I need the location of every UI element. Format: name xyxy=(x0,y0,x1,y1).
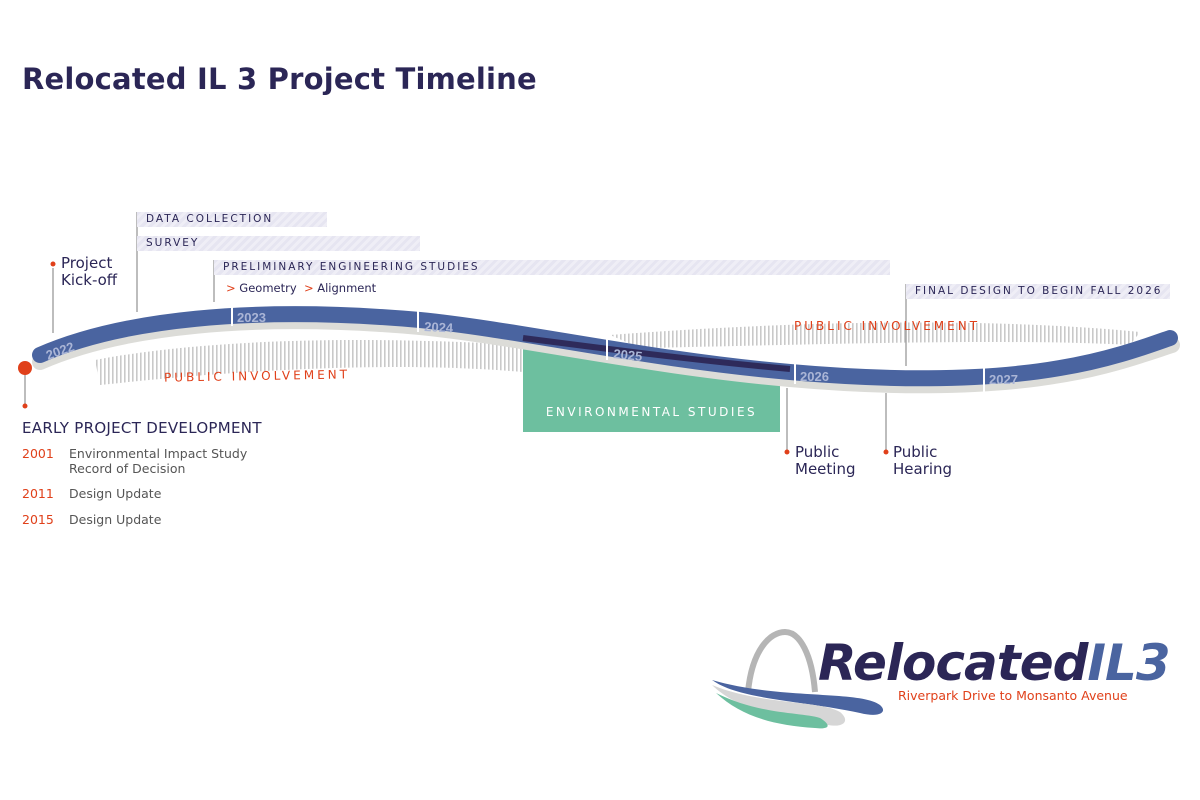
start-marker xyxy=(18,361,32,375)
milestone-public-meeting: Public Meeting xyxy=(795,444,855,478)
alignment-label: Alignment xyxy=(317,281,377,295)
milestone-public-hearing: Public Hearing xyxy=(893,444,952,478)
phase-survey: SURVEY xyxy=(137,236,420,251)
milestone-line: Meeting xyxy=(795,460,856,478)
public-involvement-band-left xyxy=(95,340,523,385)
public-involvement-band-right xyxy=(610,322,1140,348)
environmental-studies-label: ENVIRONMENTAL STUDIES xyxy=(545,405,758,419)
milestone-line: Public xyxy=(893,443,938,461)
milestone-line: Public xyxy=(795,443,840,461)
arrow-icon: > xyxy=(303,281,314,295)
public-involvement-label-right: PUBLIC INVOLVEMENT xyxy=(794,319,981,333)
year-2025: 2025 xyxy=(613,346,643,364)
row-desc: Record of Decision xyxy=(69,461,186,476)
logo-wordmark: RelocatedIL3 xyxy=(818,634,1171,692)
row-year: 2001 xyxy=(22,446,54,461)
year-2027: 2027 xyxy=(989,372,1018,387)
prelim-sub-items: > Geometry > Alignment xyxy=(226,281,376,295)
row-desc: Design Update xyxy=(69,512,162,527)
year-2023: 2023 xyxy=(237,310,266,325)
early-row: 2015 Design Update xyxy=(22,512,161,527)
environmental-studies-box xyxy=(523,340,780,432)
row-desc: Environmental Impact Study xyxy=(69,446,248,461)
arrow-icon: > xyxy=(226,281,236,295)
milestone-kickoff: Project Kick-off xyxy=(61,255,117,289)
milestone-line: Project xyxy=(61,254,113,272)
row-year: 2011 xyxy=(22,486,54,501)
logo-accent-text: IL3 xyxy=(1087,634,1170,692)
logo-main-text: Relocated xyxy=(818,634,1088,692)
phase-data-collection: DATA COLLECTION xyxy=(137,212,327,227)
phase-final-design: FINAL DESIGN TO BEGIN FALL 2026 xyxy=(906,284,1170,299)
milestone-line: Kick-off xyxy=(61,271,118,289)
geometry-label: Geometry xyxy=(239,281,297,295)
phase-preliminary-engineering: PRELIMINARY ENGINEERING STUDIES xyxy=(214,260,890,275)
logo-tagline: Riverpark Drive to Monsanto Avenue xyxy=(898,688,1128,703)
early-development-title: EARLY PROJECT DEVELOPMENT xyxy=(22,419,262,437)
milestone-line: Hearing xyxy=(893,460,953,478)
year-2026: 2026 xyxy=(800,369,829,384)
environmental-road-segment xyxy=(522,335,791,372)
page-title: Relocated IL 3 Project Timeline xyxy=(22,62,537,96)
row-year: 2015 xyxy=(22,512,54,527)
row-desc: Design Update xyxy=(69,486,162,501)
year-2024: 2024 xyxy=(424,319,454,336)
early-row: 2011 Design Update xyxy=(22,486,161,501)
logo-graphic xyxy=(712,628,884,729)
